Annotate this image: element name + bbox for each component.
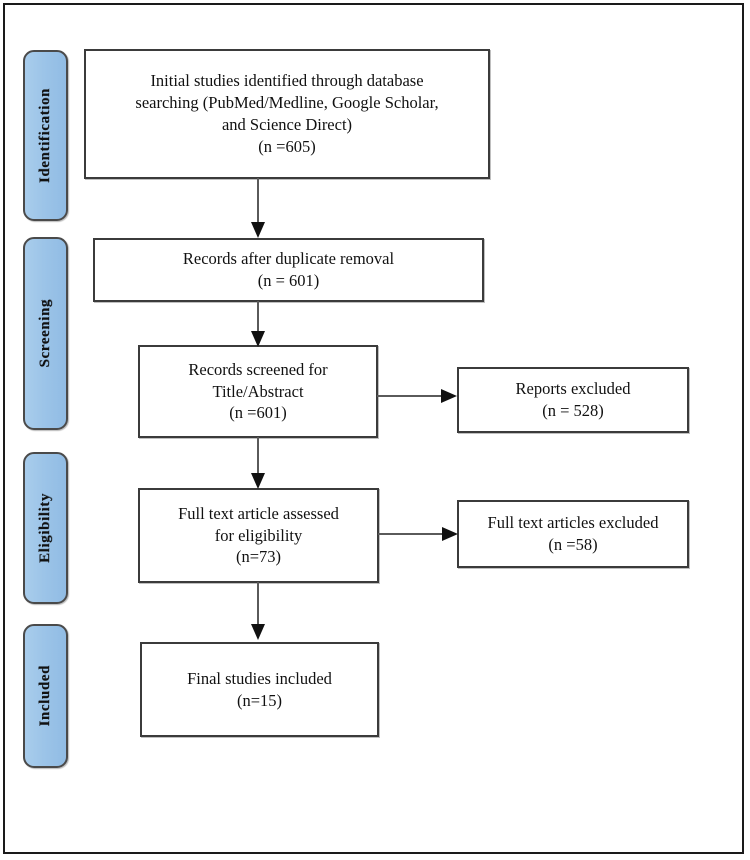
stage-label-identification: Identification	[37, 87, 53, 184]
stage-tab-screening: Screening	[23, 237, 68, 430]
flow-box-full-text-excluded: Full text articles excluded (n =58)	[457, 500, 689, 568]
connector-initial-to-duplicate	[245, 178, 271, 240]
flow-box-initial-studies: Initial studies identified through datab…	[84, 49, 490, 179]
connector-fulltext-to-final	[245, 582, 271, 642]
flow-box-records-after-duplicate-removal: Records after duplicate removal (n = 601…	[93, 238, 484, 302]
connector-screened-to-reports-excluded	[377, 385, 461, 407]
flow-box-full-text-assessed-text: Full text article assessed for eligibili…	[178, 503, 339, 567]
connector-fulltext-to-fulltext-excluded	[378, 523, 462, 545]
flow-box-full-text-assessed: Full text article assessed for eligibili…	[138, 488, 379, 583]
connector-duplicate-to-screened	[245, 301, 271, 349]
flow-box-full-text-excluded-text: Full text articles excluded (n =58)	[487, 513, 659, 554]
stage-tab-identification: Identification	[23, 50, 68, 221]
stage-label-screening: Screening	[37, 299, 53, 368]
flow-box-final-studies-included: Final studies included (n=15)	[140, 642, 379, 737]
figure-frame: Identification Screening Eligibility Inc…	[3, 3, 744, 854]
stage-label-included: Included	[37, 665, 53, 727]
flow-box-records-after-duplicate-removal-text: Records after duplicate removal (n = 601…	[182, 249, 395, 290]
connector-screened-to-fulltext	[245, 437, 271, 491]
flow-box-records-screened: Records screened for Title/Abstract (n =…	[138, 345, 378, 438]
flow-box-final-studies-included-text: Final studies included (n=15)	[187, 668, 332, 710]
stage-label-eligibility: Eligibility	[37, 493, 53, 563]
flow-box-reports-excluded-text: Reports excluded (n = 528)	[515, 379, 631, 420]
stage-tab-eligibility: Eligibility	[23, 452, 68, 604]
stage-tab-included: Included	[23, 624, 68, 768]
flow-box-reports-excluded: Reports excluded (n = 528)	[457, 367, 689, 433]
flow-box-records-screened-text: Records screened for Title/Abstract (n =…	[188, 359, 328, 423]
flow-box-initial-studies-text: Initial studies identified through datab…	[135, 71, 439, 156]
